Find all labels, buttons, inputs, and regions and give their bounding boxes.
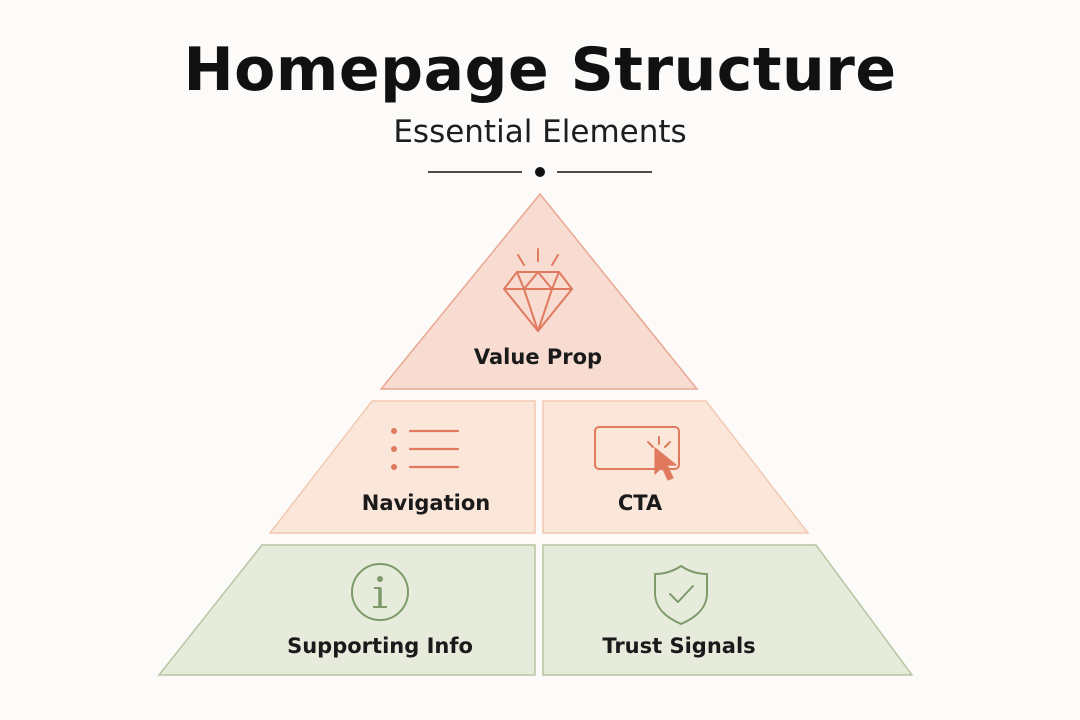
segment-shape-navigation — [268, 400, 536, 534]
segment-label-cta: CTA — [618, 491, 663, 515]
page-subtitle: Essential Elements — [393, 114, 687, 150]
segment-shape-value-prop — [379, 192, 699, 390]
divider-dot — [535, 167, 545, 177]
segment-shape-trust-signals — [542, 544, 914, 676]
segment-label-supporting-info: Supporting Info — [287, 634, 473, 658]
list-icon — [391, 428, 460, 470]
pyramid-segment-supporting-info: Supporting Info — [157, 544, 536, 676]
info-icon — [351, 563, 409, 621]
page-title: Homepage Structure — [183, 35, 897, 105]
pyramid-segment-cta: CTA — [542, 400, 810, 534]
segment-shape-cta — [542, 400, 810, 534]
pyramid-segment-trust-signals: Trust Signals — [542, 544, 914, 676]
pyramid-segment-value-prop: Value Prop — [379, 192, 699, 390]
shield-check-icon — [654, 565, 708, 625]
diamond-icon — [503, 248, 573, 332]
segment-label-value-prop: Value Prop — [474, 345, 602, 369]
pyramid-segment-navigation: Navigation — [268, 400, 536, 534]
click-button-icon — [594, 426, 680, 481]
segment-label-trust-signals: Trust Signals — [602, 634, 755, 658]
segment-shape-supporting-info — [157, 544, 536, 676]
segment-label-navigation: Navigation — [362, 491, 490, 515]
